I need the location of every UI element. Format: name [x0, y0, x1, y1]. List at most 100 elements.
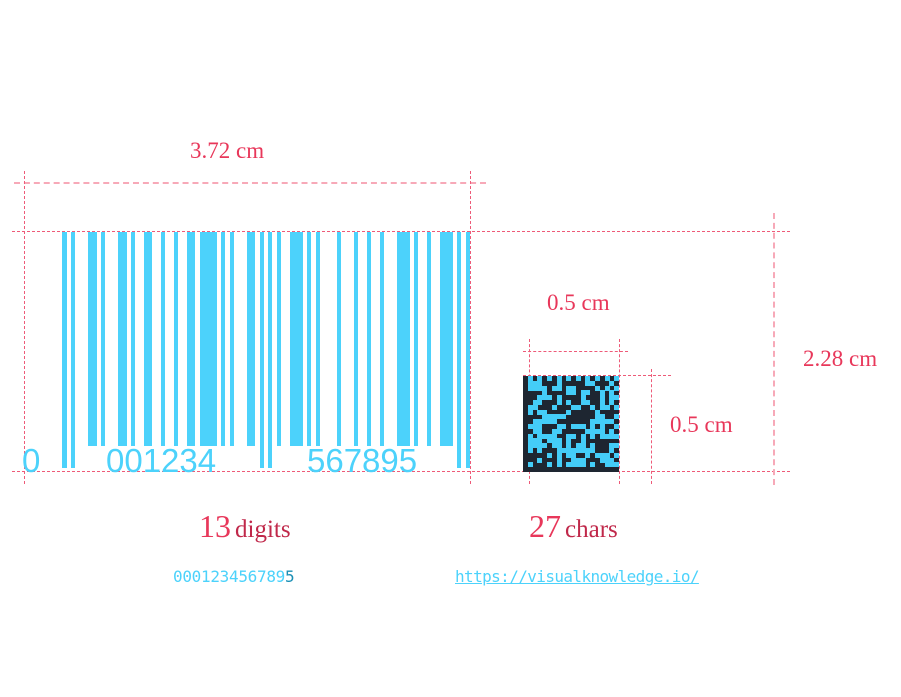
barcode-height-guide-line — [773, 213, 775, 485]
datamatrix-module — [575, 376, 581, 382]
datamatrix-module — [614, 433, 620, 439]
matrix-height-label: 0.5 cm — [670, 412, 733, 437]
datamatrix-module — [585, 452, 591, 458]
datamatrix-module — [547, 462, 553, 468]
datamatrix-module — [614, 414, 620, 420]
datamatrix-module — [571, 462, 577, 468]
datamatrix-module — [595, 414, 601, 420]
barcode-digit-count-unit: digits — [235, 516, 291, 543]
datamatrix-module — [537, 380, 543, 386]
datamatrix-module — [537, 376, 543, 382]
barcode-bar — [440, 232, 453, 446]
datamatrix-module — [595, 385, 601, 391]
barcode-bar — [187, 232, 195, 446]
datamatrix-module — [585, 390, 591, 396]
datamatrix-module — [609, 462, 615, 468]
datamatrix-module — [595, 409, 601, 415]
datamatrix-module — [527, 380, 533, 386]
datamatrix-module — [599, 433, 605, 439]
barcode-bar — [88, 232, 97, 446]
barcode-check-digit: 5 — [285, 567, 295, 586]
datamatrix-module — [556, 438, 562, 444]
datamatrix-module — [527, 438, 533, 444]
datamatrix-module — [599, 452, 605, 458]
datamatrix-module — [580, 390, 586, 396]
barcode-value-body: 000123456789 — [173, 567, 285, 586]
datamatrix-module — [542, 443, 548, 449]
datamatrix-module — [580, 433, 586, 439]
datamatrix-module — [599, 424, 605, 430]
datamatrix-module — [556, 452, 562, 458]
datamatrix-module — [527, 385, 533, 391]
datamatrix-module — [590, 419, 596, 425]
barcode-bar — [337, 232, 341, 446]
datamatrix-module — [556, 424, 562, 430]
datamatrix-module — [599, 457, 605, 463]
datamatrix-module — [542, 385, 548, 391]
datamatrix-module — [556, 448, 562, 454]
datamatrix-module — [609, 419, 615, 425]
datamatrix-module — [571, 452, 577, 458]
datamatrix-module — [551, 385, 557, 391]
datamatrix-module — [580, 424, 586, 430]
datamatrix-module — [599, 395, 605, 401]
datamatrix-module — [532, 385, 538, 391]
datamatrix-module — [585, 400, 591, 406]
datamatrix-module — [566, 433, 572, 439]
datamatrix-module — [609, 443, 615, 449]
datamatrix-module — [532, 424, 538, 430]
barcode-bar — [190, 232, 195, 446]
datamatrix-module — [561, 414, 567, 420]
datamatrix-module — [537, 419, 543, 425]
datamatrix-module — [542, 390, 548, 396]
datamatrix-module — [532, 400, 538, 406]
datamatrix-module — [604, 433, 610, 439]
datamatrix-module — [575, 462, 581, 468]
datamatrix-module — [604, 419, 610, 425]
datamatrix-module — [609, 395, 615, 401]
barcode-height-label: 2.28 cm — [803, 346, 878, 371]
barcode-bar — [221, 232, 225, 446]
datamatrix-module — [566, 443, 572, 449]
barcode-bar — [316, 232, 320, 446]
datamatrix-module — [571, 424, 577, 430]
datamatrix-module — [590, 424, 596, 430]
datamatrix-module — [614, 376, 620, 382]
datamatrix-module — [551, 404, 557, 410]
datamatrix-module — [566, 462, 572, 468]
datamatrix-module — [614, 404, 620, 410]
barcode-guard-bar — [457, 232, 461, 468]
datamatrix-module — [585, 428, 591, 434]
datamatrix-module — [527, 409, 533, 415]
datamatrix-module — [551, 443, 557, 449]
datamatrix-module — [556, 428, 562, 434]
datamatrix-module — [547, 438, 553, 444]
datamatrix-module — [571, 448, 577, 454]
barcode-left-digit-group: 001234 — [106, 442, 217, 479]
datamatrix-module — [571, 385, 577, 391]
barcode-bar — [414, 232, 418, 446]
datamatrix-module — [575, 443, 581, 449]
datamatrix-module — [614, 443, 620, 449]
datamatrix-module — [604, 404, 610, 410]
datamatrix-module — [614, 462, 620, 468]
datamatrix-module — [585, 448, 591, 454]
datamatrix-module — [542, 414, 548, 420]
datamatrix-module — [537, 395, 543, 401]
datamatrix-module — [571, 390, 577, 396]
encoded-url-link[interactable]: https://visualknowledge.io/ — [455, 567, 699, 586]
datamatrix-module — [609, 433, 615, 439]
datamatrix-module — [551, 433, 557, 439]
datamatrix-module — [571, 433, 577, 439]
datamatrix-module — [547, 433, 553, 439]
datamatrix-module — [527, 443, 533, 449]
datamatrix-module — [580, 448, 586, 454]
barcode-digit-count-number: 13 — [199, 508, 231, 544]
datamatrix-module — [566, 452, 572, 458]
datamatrix-module — [566, 390, 572, 396]
datamatrix-module — [614, 395, 620, 401]
datamatrix-module — [527, 462, 533, 468]
datamatrix-module — [547, 419, 553, 425]
datamatrix-module — [585, 380, 591, 386]
datamatrix-module — [614, 452, 620, 458]
